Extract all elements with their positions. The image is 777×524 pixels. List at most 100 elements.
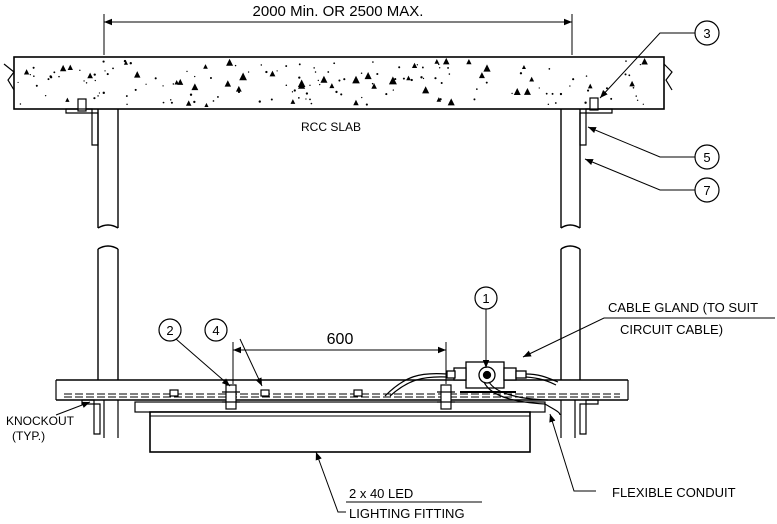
sand-dot — [385, 93, 388, 96]
sand-dot — [642, 103, 644, 105]
aggregate-chip — [529, 76, 535, 82]
sand-dot — [376, 72, 379, 76]
sand-dot — [394, 78, 397, 81]
sand-dot — [270, 98, 273, 101]
sand-dot — [309, 84, 311, 87]
sand-dot — [343, 78, 346, 81]
sand-dot — [305, 92, 309, 95]
svg-text:7: 7 — [703, 183, 710, 198]
sand-dot — [476, 88, 478, 90]
aggregate-chip — [191, 83, 199, 91]
concrete-speckles — [17, 57, 648, 107]
sand-dot — [94, 79, 97, 82]
sand-dot — [129, 62, 132, 65]
sand-dot — [317, 79, 319, 82]
sand-dot — [584, 101, 587, 104]
aggregate-chip — [174, 79, 179, 85]
callout-1: 1 — [474, 286, 498, 310]
aggregate-chip — [513, 88, 521, 95]
aggregate-chip — [521, 65, 526, 70]
sand-dot — [538, 87, 540, 89]
aggregate-chip — [352, 75, 360, 84]
callout-7: 7 — [694, 177, 720, 203]
sand-dot — [485, 81, 488, 84]
suspension-rods-upper — [97, 109, 581, 229]
sand-dot — [123, 59, 127, 63]
sand-dot — [625, 60, 627, 62]
svg-text:3: 3 — [703, 26, 710, 41]
svg-text:4: 4 — [212, 323, 219, 338]
aggregate-chip — [134, 71, 141, 78]
sand-dot — [134, 88, 137, 91]
sand-dot — [83, 80, 85, 82]
sand-dot — [371, 82, 374, 85]
aggregate-chip — [239, 72, 247, 81]
sand-dot — [319, 83, 321, 86]
sand-dot — [93, 97, 96, 100]
sand-dot — [44, 94, 47, 97]
sand-dot — [547, 103, 550, 106]
aggregate-chip — [185, 100, 192, 106]
sand-dot — [360, 72, 363, 75]
sand-dot — [106, 73, 109, 76]
sand-dot — [193, 100, 196, 104]
callout-3: 4 — [204, 318, 228, 342]
slab-label: RCC SLAB — [301, 120, 361, 134]
fixing-bolts — [169, 384, 455, 410]
sand-dot — [572, 78, 575, 81]
sand-dot — [421, 66, 424, 69]
sand-dot — [285, 65, 288, 68]
sand-dot — [587, 89, 590, 92]
sand-dot — [438, 63, 440, 66]
aggregate-chip — [587, 83, 593, 89]
sand-dot — [392, 89, 394, 91]
sand-dot — [93, 73, 96, 76]
sand-dot — [569, 85, 571, 87]
aggregate-chip — [353, 99, 359, 106]
aggregate-chip — [523, 88, 531, 95]
sand-dot — [145, 83, 147, 85]
sand-dot — [112, 67, 114, 70]
sand-dot — [548, 67, 551, 70]
sand-dot — [98, 92, 101, 94]
sand-dot — [298, 76, 301, 79]
sand-dot — [170, 101, 173, 104]
sand-dot — [169, 99, 172, 101]
sand-dot — [29, 73, 31, 76]
sand-dot — [416, 64, 419, 66]
sand-dot — [559, 92, 563, 96]
sand-dot — [314, 71, 317, 73]
aggregate-chip — [87, 72, 93, 79]
aggregate-chip — [226, 58, 234, 66]
sand-dot — [258, 100, 261, 103]
svg-text:2: 2 — [166, 323, 173, 338]
conduit-label: FLEXIBLE CONDUIT — [612, 485, 736, 500]
aggregate-chip — [371, 83, 377, 89]
spacing-dimension — [232, 342, 447, 384]
sand-dot — [47, 78, 50, 81]
sand-dot — [97, 95, 99, 97]
sand-dot — [333, 62, 336, 65]
aggregate-chip — [478, 72, 485, 79]
sand-dot — [85, 82, 88, 84]
sand-dot — [636, 99, 639, 102]
slab-anchors — [77, 97, 599, 112]
sand-dot — [610, 97, 613, 100]
sand-dot — [212, 100, 215, 102]
aggregate-chip — [177, 78, 184, 85]
spacing-dimension-text: 600 — [327, 331, 354, 348]
aggregate-chip — [466, 58, 472, 65]
leader-lines — [55, 32, 775, 513]
sand-dot — [440, 81, 443, 84]
sand-dot — [247, 71, 250, 73]
sand-dot — [310, 102, 313, 105]
aggregate-chip — [434, 58, 440, 64]
sand-dot — [172, 83, 175, 85]
aggregate-chip — [23, 69, 30, 75]
aggregate-chip — [204, 102, 209, 107]
aggregate-chip — [411, 62, 418, 68]
sand-dot — [126, 103, 128, 106]
sand-dot — [291, 91, 294, 93]
sand-dot — [58, 75, 60, 78]
